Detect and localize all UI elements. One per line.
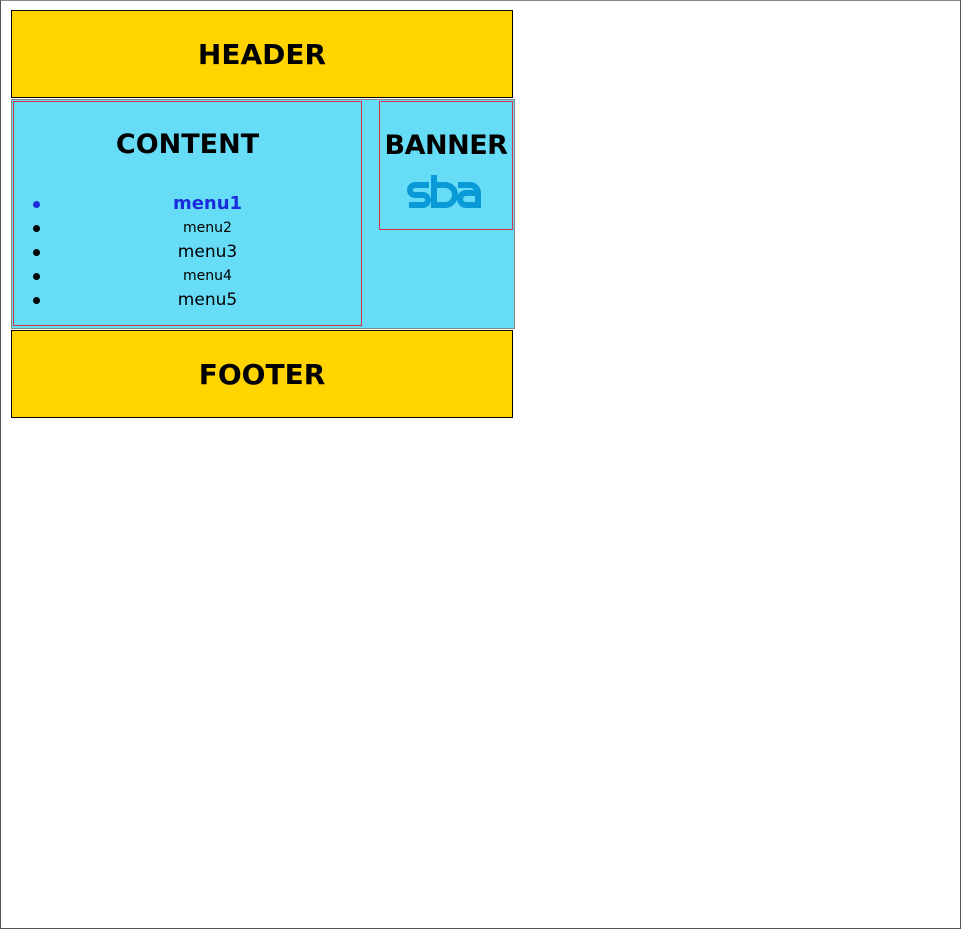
menu-item-label: menu5 xyxy=(177,290,238,310)
header: HEADER xyxy=(11,10,513,98)
menu-item-label: menu3 xyxy=(177,242,238,262)
footer-title: FOOTER xyxy=(198,357,326,391)
menu-item-1[interactable]: menu1 xyxy=(14,192,361,216)
sba-logo-icon xyxy=(380,173,512,215)
banner-box: BANNER xyxy=(379,101,513,230)
menu-item-3[interactable]: menu3 xyxy=(14,240,361,264)
menu-list: menu1 menu2 menu3 menu4 menu5 xyxy=(14,192,361,312)
content-box: CONTENT menu1 menu2 menu3 menu4 xyxy=(13,101,362,326)
menu-item-label: menu2 xyxy=(183,220,232,236)
page-layout: HEADER CONTENT menu1 menu2 menu3 xyxy=(11,10,515,418)
bullet-icon xyxy=(33,273,40,280)
bullet-icon xyxy=(33,201,40,208)
menu-item-4[interactable]: menu4 xyxy=(14,264,361,288)
menu-item-label: menu4 xyxy=(183,268,232,284)
menu-item-label: menu1 xyxy=(172,193,243,214)
header-title: HEADER xyxy=(197,37,327,71)
bullet-icon xyxy=(33,249,40,256)
menu-item-2[interactable]: menu2 xyxy=(14,216,361,240)
menu-item-5[interactable]: menu5 xyxy=(14,288,361,312)
bullet-icon xyxy=(33,225,40,232)
bullet-icon xyxy=(33,297,40,304)
banner-title: BANNER xyxy=(384,130,508,161)
footer: FOOTER xyxy=(11,330,513,418)
content-title: CONTENT xyxy=(115,129,260,160)
middle-section: CONTENT menu1 menu2 menu3 menu4 xyxy=(11,99,515,329)
